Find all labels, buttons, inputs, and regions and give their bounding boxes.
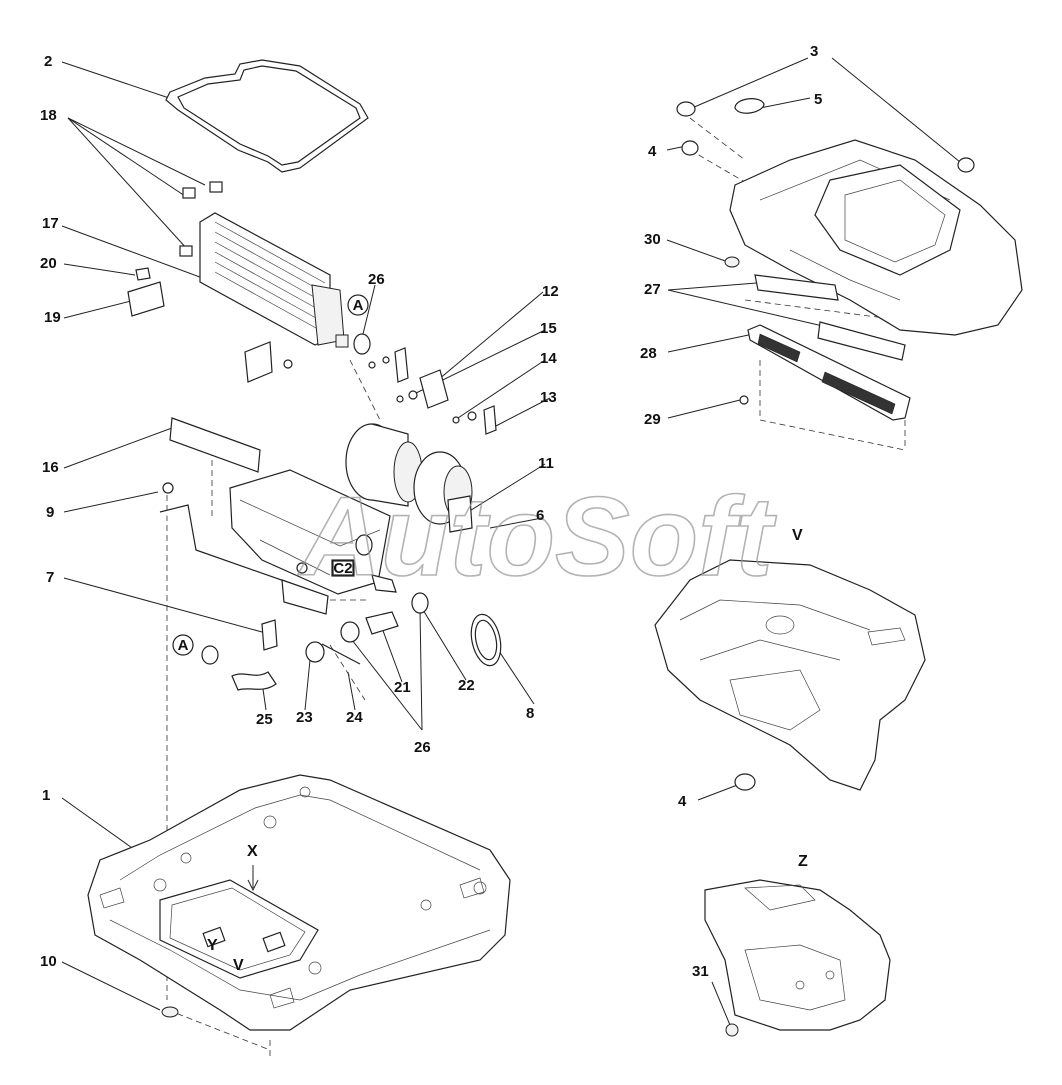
callout-14: 14	[540, 350, 557, 367]
callout-27: 27	[644, 281, 661, 298]
view-label-v-small: V	[233, 957, 244, 974]
detail-v	[654, 559, 926, 791]
callout-17: 17	[42, 215, 59, 232]
callout-9: 9	[46, 504, 54, 521]
callout-3: 3	[810, 43, 818, 60]
callout-26a: 26	[368, 271, 385, 288]
marker-c2-label: C2	[333, 560, 352, 577]
callout-12: 12	[542, 283, 559, 300]
callout-31: 31	[692, 963, 709, 980]
view-labels: V Z X Y V	[207, 527, 808, 974]
marker-a-label-2: A	[178, 637, 189, 654]
callout-29: 29	[644, 411, 661, 428]
blower-assembly	[345, 423, 473, 533]
rear-roof-shell	[676, 98, 1023, 421]
callout-8: 8	[526, 705, 534, 722]
callout-4b: 4	[678, 793, 687, 810]
watermark: AutoSoft	[297, 474, 777, 599]
callout-15: 15	[540, 320, 557, 337]
callout-13: 13	[540, 389, 557, 406]
callout-24: 24	[346, 709, 363, 726]
callout-1: 1	[42, 787, 50, 804]
heater-core	[179, 181, 371, 355]
view-label-v: V	[792, 527, 803, 544]
callout-30: 30	[644, 231, 661, 248]
callout-6: 6	[536, 507, 544, 524]
fan-bracket	[368, 347, 497, 435]
callout-23: 23	[296, 709, 313, 726]
view-label-x: X	[247, 843, 258, 860]
callout-26b: 26	[414, 739, 431, 756]
callout-labels: 2 18 17 20 19 26 12 15 14 13 11 16 9 6 7…	[40, 43, 822, 980]
plug-10	[161, 1006, 179, 1018]
callout-19: 19	[44, 309, 61, 326]
callout-22: 22	[458, 677, 475, 694]
callout-7: 7	[46, 569, 54, 586]
gasket-frame	[165, 59, 369, 173]
callout-10: 10	[40, 953, 57, 970]
view-label-y: Y	[207, 937, 218, 954]
marker-c2-box	[332, 560, 354, 576]
bracket-and-bolt	[127, 267, 293, 383]
callout-11: 11	[538, 455, 554, 472]
hoses-and-clamps	[201, 574, 502, 691]
marker-a-label-1: A	[353, 297, 364, 314]
ref-markers: A A C2	[172, 294, 369, 656]
callout-2: 2	[44, 53, 52, 70]
callout-20: 20	[40, 255, 57, 272]
callout-28: 28	[640, 345, 657, 362]
marker-a-circle-1	[347, 294, 369, 316]
leader-lines	[61, 57, 961, 1026]
marker-a-circle-2	[172, 634, 194, 656]
callout-21: 21	[394, 679, 411, 696]
callout-16: 16	[42, 459, 59, 476]
callout-25: 25	[256, 711, 273, 728]
view-label-z: Z	[798, 853, 808, 870]
detail-z	[704, 879, 891, 1037]
callout-5: 5	[814, 91, 822, 108]
callout-4a: 4	[648, 143, 657, 160]
roof-panel	[87, 774, 511, 1031]
callout-18: 18	[40, 107, 57, 124]
